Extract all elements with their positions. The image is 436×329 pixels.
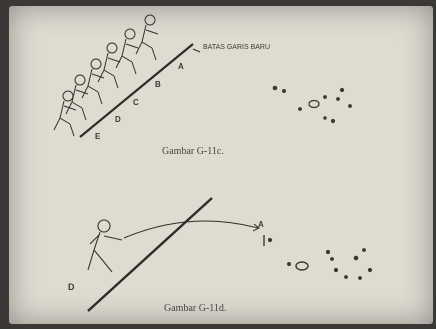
top-figure-caption: Gambar G-11c.: [162, 146, 224, 157]
player-letter: D: [68, 282, 75, 292]
marker-dot: [336, 97, 340, 101]
top-diagonal-line: [79, 43, 194, 138]
top-target-cluster: [272, 85, 352, 124]
line-letter-b: B: [155, 80, 161, 89]
marker-dot: [339, 87, 345, 93]
line-letter-a: A: [178, 62, 184, 71]
player-row-figures: [53, 14, 159, 137]
marker-dot: [298, 107, 302, 111]
marker-dot: [267, 237, 273, 243]
bottom-target-ring: [295, 261, 309, 271]
arrow-head-icon: [252, 223, 260, 232]
marker-dot: [348, 104, 352, 108]
marker-dot: [287, 262, 291, 266]
top-target-ring: [308, 99, 320, 109]
marker-dot: [353, 255, 359, 261]
marker-dot: [325, 249, 331, 255]
baseline-label: BATAS GARIS BARU: [203, 44, 271, 51]
marker-dot: [272, 85, 278, 91]
marker-dot: [344, 275, 348, 279]
marker-dot: [330, 118, 336, 124]
throwing-player-figure: [87, 219, 123, 273]
label-pointer: [192, 48, 201, 53]
marker-dot: [362, 248, 366, 252]
line-letter-c: C: [133, 98, 139, 107]
marker-dot: [367, 267, 373, 273]
marker-dot: [333, 267, 339, 273]
marker-dot: [282, 89, 286, 93]
marker-dot: [323, 116, 327, 120]
marker-dot: [358, 276, 362, 280]
line-letter-d: D: [115, 115, 121, 124]
marker-dot: [323, 95, 327, 99]
marker-dot: [330, 257, 334, 261]
bottom-figure-caption: Gambar G-11d.: [164, 303, 227, 314]
bottom-target-cluster: [263, 235, 373, 280]
line-letter-e: E: [95, 132, 101, 141]
throw-trajectory-arc: [123, 220, 259, 239]
target-letter: A: [258, 220, 264, 229]
document-page: [9, 6, 433, 324]
bottom-diagonal-line: [87, 197, 213, 312]
